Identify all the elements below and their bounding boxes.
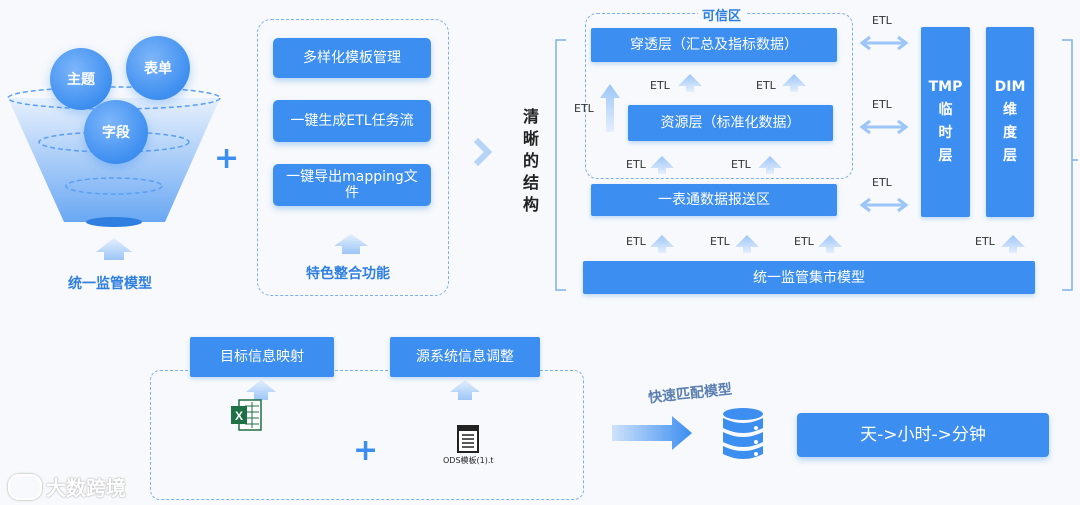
report-zone[interactable]: 一表通数据报送区 bbox=[591, 184, 837, 216]
ods-file-caption: ODS模板(1).t bbox=[443, 456, 494, 465]
field-ball: 字段 bbox=[84, 100, 148, 164]
etl-label: ETL bbox=[872, 14, 892, 27]
tmp-char: 临 bbox=[938, 102, 953, 118]
unified-model-caption: 统一监管模型 bbox=[68, 276, 152, 292]
plus-icon: + bbox=[214, 141, 240, 176]
tmp-char: 时 bbox=[938, 125, 953, 141]
dim-char: 层 bbox=[1002, 148, 1017, 164]
export-mapping-button[interactable]: 一键导出mapping文件 bbox=[273, 164, 431, 206]
watermark-logo-icon bbox=[8, 473, 42, 500]
dim-title: DIM bbox=[994, 79, 1026, 95]
tmp-title: TMP bbox=[928, 79, 963, 95]
template-management-button[interactable]: 多样化模板管理 bbox=[273, 38, 431, 78]
resource-layer[interactable]: 资源层（标准化数据） bbox=[628, 105, 833, 141]
tmp-layer[interactable]: TMP 临 时 层 bbox=[921, 27, 970, 217]
dim-char: 度 bbox=[1002, 125, 1017, 141]
tmp-char: 层 bbox=[938, 148, 953, 164]
etl-label: ETL bbox=[756, 79, 776, 92]
form-ball: 表单 bbox=[126, 36, 190, 100]
excel-file-icon: X bbox=[231, 399, 262, 431]
structure-label: 清晰的结构 bbox=[522, 107, 539, 214]
dim-char: 维 bbox=[1002, 102, 1017, 118]
features-caption: 特色整合功能 bbox=[306, 266, 390, 282]
database-icon bbox=[723, 408, 763, 459]
etl-label: ETL bbox=[574, 102, 594, 115]
features-panel bbox=[257, 19, 449, 296]
etl-label: ETL bbox=[794, 235, 814, 248]
etl-label: ETL bbox=[650, 79, 670, 92]
timeline-button[interactable]: 天->小时->分钟 bbox=[797, 413, 1049, 457]
etl-label: ETL bbox=[872, 176, 892, 189]
watermark-text: 大数跨境 bbox=[46, 476, 126, 500]
plus-icon: + bbox=[353, 433, 379, 468]
etl-label: ETL bbox=[731, 158, 751, 171]
svg-text:X: X bbox=[235, 409, 243, 423]
text-file-icon bbox=[457, 425, 479, 453]
penetration-layer[interactable]: 穿透层（汇总及指标数据） bbox=[591, 28, 837, 62]
unified-mart-model[interactable]: 统一监管集市模型 bbox=[583, 261, 1035, 294]
etl-label: ETL bbox=[626, 158, 646, 171]
bottom-panel bbox=[150, 370, 584, 500]
etl-label: ETL bbox=[710, 235, 730, 248]
etl-label: ETL bbox=[872, 98, 892, 111]
etl-label: ETL bbox=[975, 235, 995, 248]
watermark: 大数跨境 bbox=[8, 472, 126, 501]
trusted-zone-label: 可信区 bbox=[698, 5, 746, 24]
etl-label: ETL bbox=[626, 235, 646, 248]
dim-layer[interactable]: DIM 维 度 层 bbox=[986, 27, 1034, 217]
topic-ball: 主题 bbox=[50, 48, 112, 110]
source-adjust-button[interactable]: 源系统信息调整 bbox=[390, 337, 540, 377]
generate-etl-button[interactable]: 一键生成ETL任务流 bbox=[273, 100, 431, 142]
target-mapping-button[interactable]: 目标信息映射 bbox=[190, 337, 334, 377]
